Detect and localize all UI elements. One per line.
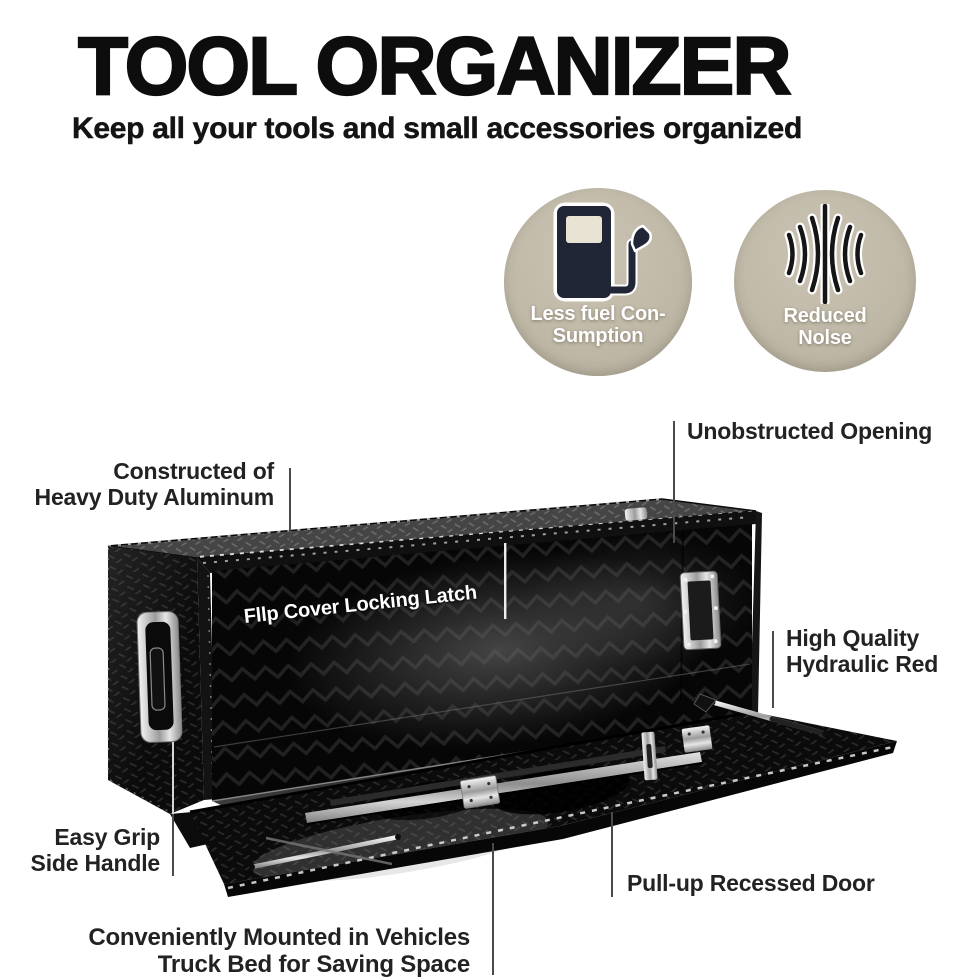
hydraulic-strut-left [249,834,401,870]
callout-side-handle-line1: Easy Grip [54,824,160,850]
callout-line-side-handle-lower [172,814,174,876]
door-bracket [681,725,713,753]
callout-hydraulic: High Quality Hydraulic Red [786,625,939,678]
callout-hydraulic-line1: High Quality [786,625,920,651]
fuel-pump-icon [553,202,652,302]
noise-badge-line2: Nolse [798,326,852,349]
side-handle [136,611,183,743]
callout-mounting-line2: Truck Bed for Saving Space [157,951,470,979]
callout-side-handle: Easy Grip Side Handle [20,824,161,877]
on-box-label: Fllp Cover Locking Latch [242,581,478,628]
reduced-noise-badge: Reduced Nolse [734,190,916,372]
door-latch-strip [641,731,658,781]
noise-reduction-icon [784,204,866,304]
toolbox-open-door [170,693,897,897]
callout-line-side-handle-upper [172,742,174,814]
toolbox-front-frame [197,511,762,800]
page-subtitle: Keep all your tools and small accessorie… [72,112,803,146]
noise-badge-line1: Reduced [783,305,867,327]
callout-line-constructed [289,468,291,545]
callout-hydraulic-line2: Hydraulic Red [786,650,939,677]
callout-side-handle-line2: Side Handle [30,849,161,876]
fuel-badge-line1: Less fuel Con- [530,303,666,325]
callout-line-mounting [492,843,494,975]
callout-mounting: Conveniently Mounted in Vehicles Truck B… [75,924,470,979]
fuel-consumption-badge: Less fuel Con- Sumption [504,188,692,376]
callout-mounting-line1: Conveniently Mounted in Vehicles [88,924,470,951]
callout-line-recessed-door [611,812,613,897]
noise-badge-label: Reduced Nolse [783,305,867,349]
fuel-badge-label: Less fuel Con- Sumption [530,303,666,347]
hydraulic-strut-right [693,693,830,738]
callout-constructed-line1: Constructed of [113,458,274,484]
toolbox-interior [211,524,800,816]
callout-constructed-of: Constructed of Heavy Duty Aluminum [30,458,275,511]
door-hinge-plate [459,775,501,809]
fuel-badge-line2: Sumption [552,324,644,347]
callout-line-hydraulic [772,631,774,708]
callout-line-unobstructed [673,421,675,543]
toolbox-left-panel [107,546,204,814]
page-title: TOOL ORGANIZER [77,21,793,112]
callout-constructed-line2: Heavy Duty Aluminum [34,483,275,510]
latch-plate [679,570,722,651]
callout-unobstructed-opening: Unobstructed Opening [687,418,933,444]
callout-recessed-door: Pull-up Recessed Door [627,870,875,896]
